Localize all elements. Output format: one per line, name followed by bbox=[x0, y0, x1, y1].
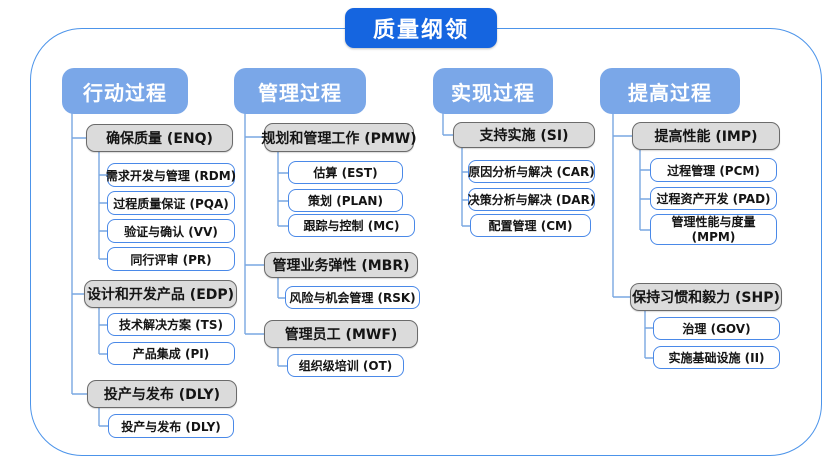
leaf-pad: 过程资产开发 (PAD) bbox=[650, 187, 777, 210]
connector-edp-branch bbox=[98, 308, 107, 355]
leaf-pr: 同行评审 (PR) bbox=[107, 247, 235, 271]
connector-dly-branch bbox=[98, 408, 108, 427]
leaf-dly: 投产与发布 (DLY) bbox=[108, 414, 234, 438]
group-shp: 保持习惯和毅力 (SHP) bbox=[630, 283, 782, 311]
group-si: 支持实施 (SI) bbox=[453, 122, 595, 148]
leaf-mpm: 管理性能与度量 (MPM) bbox=[650, 214, 777, 245]
connector-mwf-branch bbox=[277, 348, 287, 367]
leaf-dar: 决策分析与解决 (DAR) bbox=[468, 188, 595, 211]
leaf-pcm: 过程管理 (PCM) bbox=[650, 158, 777, 182]
leaf-vv: 验证与确认 (VV) bbox=[107, 219, 235, 243]
connector-action-trunk bbox=[71, 113, 87, 395]
group-mwf: 管理员工 (MWF) bbox=[264, 320, 418, 348]
connector-si-branch bbox=[461, 148, 470, 227]
leaf-ii: 实施基础设施 (II) bbox=[653, 346, 780, 369]
group-pmw: 规划和管理工作 (PMW) bbox=[261, 123, 417, 152]
group-dly: 投产与发布 (DLY) bbox=[87, 380, 237, 408]
column-header-management-process: 管理过程 bbox=[234, 68, 366, 114]
leaf-pqa: 过程质量保证 (PQA) bbox=[107, 191, 235, 215]
connector-realization-trunk bbox=[442, 112, 453, 136]
column-header-action-process: 行动过程 bbox=[62, 68, 188, 114]
leaf-pi: 产品集成 (PI) bbox=[107, 342, 235, 365]
group-mbr: 管理业务弹性 (MBR) bbox=[264, 252, 418, 278]
diagram-title: 质量纲领 bbox=[345, 8, 497, 48]
connector-mbr-branch bbox=[277, 278, 285, 299]
leaf-cm: 配置管理 (CM) bbox=[470, 214, 591, 237]
group-imp: 提高性能 (IMP) bbox=[632, 122, 780, 150]
leaf-rdm: 需求开发与管理 (RDM) bbox=[106, 163, 236, 187]
connector-improvement-trunk bbox=[612, 113, 632, 298]
connector-pmw-branch bbox=[277, 152, 288, 227]
leaf-mc: 跟踪与控制 (MC) bbox=[288, 214, 415, 237]
group-edp: 设计和开发产品 (EDP) bbox=[84, 280, 237, 308]
connector-enq-branch bbox=[98, 152, 107, 260]
leaf-plan: 策划 (PLAN) bbox=[288, 189, 403, 212]
leaf-ot: 组织级培训 (OT) bbox=[287, 354, 404, 377]
leaf-gov: 治理 (GOV) bbox=[653, 317, 780, 340]
leaf-est: 估算 (EST) bbox=[288, 161, 403, 184]
connector-management-trunk bbox=[244, 113, 264, 335]
leaf-car: 原因分析与解决 (CAR) bbox=[468, 160, 595, 183]
column-header-improvement-process: 提高过程 bbox=[600, 68, 740, 114]
column-header-realization-process: 实现过程 bbox=[433, 68, 553, 114]
leaf-rsk: 风险与机会管理 (RSK) bbox=[285, 286, 420, 309]
leaf-ts: 技术解决方案 (TS) bbox=[107, 313, 235, 336]
connector-shp-branch bbox=[644, 311, 653, 359]
group-enq: 确保质量 (ENQ) bbox=[86, 124, 233, 152]
connector-imp-branch bbox=[639, 150, 650, 231]
